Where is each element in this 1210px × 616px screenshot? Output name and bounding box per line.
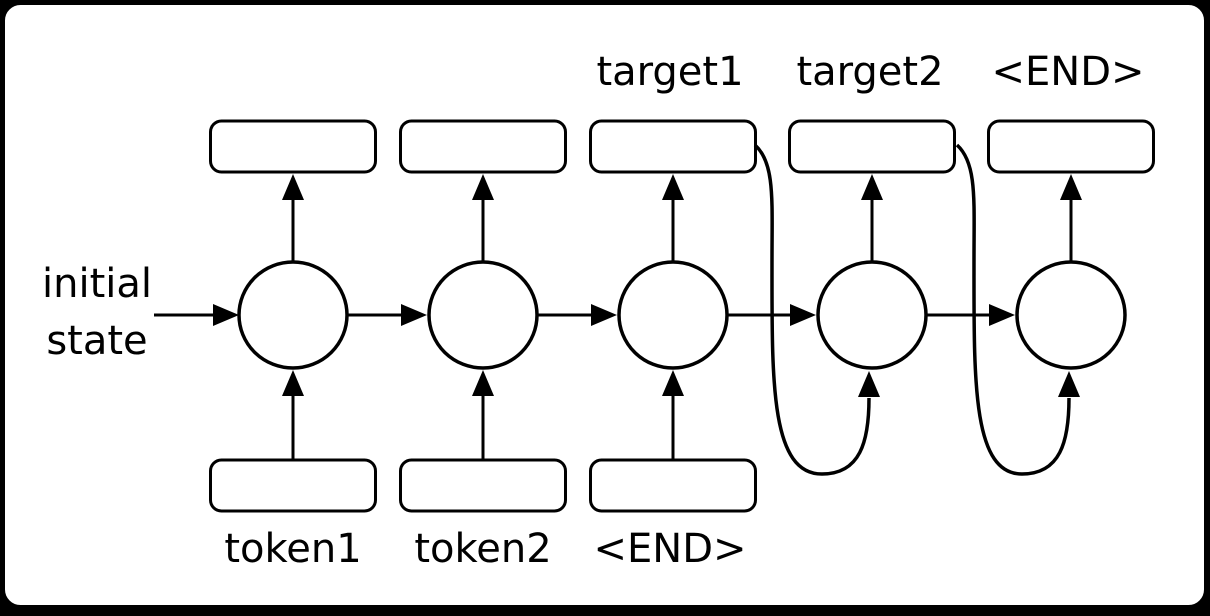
output-box-5 [987, 119, 1155, 174]
input-box-3 [589, 458, 757, 513]
arrow-cell2-to-output2 [472, 174, 494, 263]
rnn-cell-3 [617, 260, 729, 370]
label-end-top: <END> [991, 49, 1144, 95]
arrow-cell1-to-output1 [282, 174, 304, 263]
arrow-cell1-to-cell2 [347, 304, 427, 326]
feedback-arrowhead-1 [858, 371, 880, 397]
label-end-bottom: <END> [593, 526, 746, 572]
arrow-input2-to-cell2 [472, 370, 494, 459]
output-box-4 [788, 119, 956, 174]
arrow-input3-to-cell3 [662, 370, 684, 459]
arrow-cell3-to-output3 [662, 174, 684, 263]
output-box-1 [209, 119, 377, 174]
arrow-cell2-to-cell3 [537, 304, 617, 326]
label-target1: target1 [596, 49, 743, 95]
arrow-input1-to-cell1 [282, 370, 304, 459]
output-box-2 [399, 119, 567, 174]
arrow-cell4-to-output4 [861, 174, 883, 263]
initial-state-label-line2: state [46, 318, 147, 364]
arrow-cell5-to-output5 [1060, 174, 1082, 263]
initial-state-label-line1: initial [42, 261, 152, 307]
arrow-initial-state-to-cell1 [154, 304, 239, 326]
output-box-3 [589, 119, 757, 174]
arrow-cell3-to-cell4 [727, 304, 816, 326]
label-token2: token2 [414, 526, 551, 572]
rnn-cell-4 [816, 260, 928, 370]
feedback-curve-1 [753, 143, 871, 476]
feedback-arrowhead-2 [1058, 371, 1080, 397]
input-box-1 [209, 458, 377, 513]
rnn-cell-1 [237, 260, 349, 370]
input-box-2 [399, 458, 567, 513]
label-token1: token1 [224, 526, 361, 572]
label-target2: target2 [796, 49, 943, 95]
rnn-cell-5 [1015, 260, 1127, 370]
feedback-curve-2 [955, 143, 1071, 476]
rnn-cell-2 [427, 260, 539, 370]
arrow-cell4-to-cell5 [926, 304, 1015, 326]
